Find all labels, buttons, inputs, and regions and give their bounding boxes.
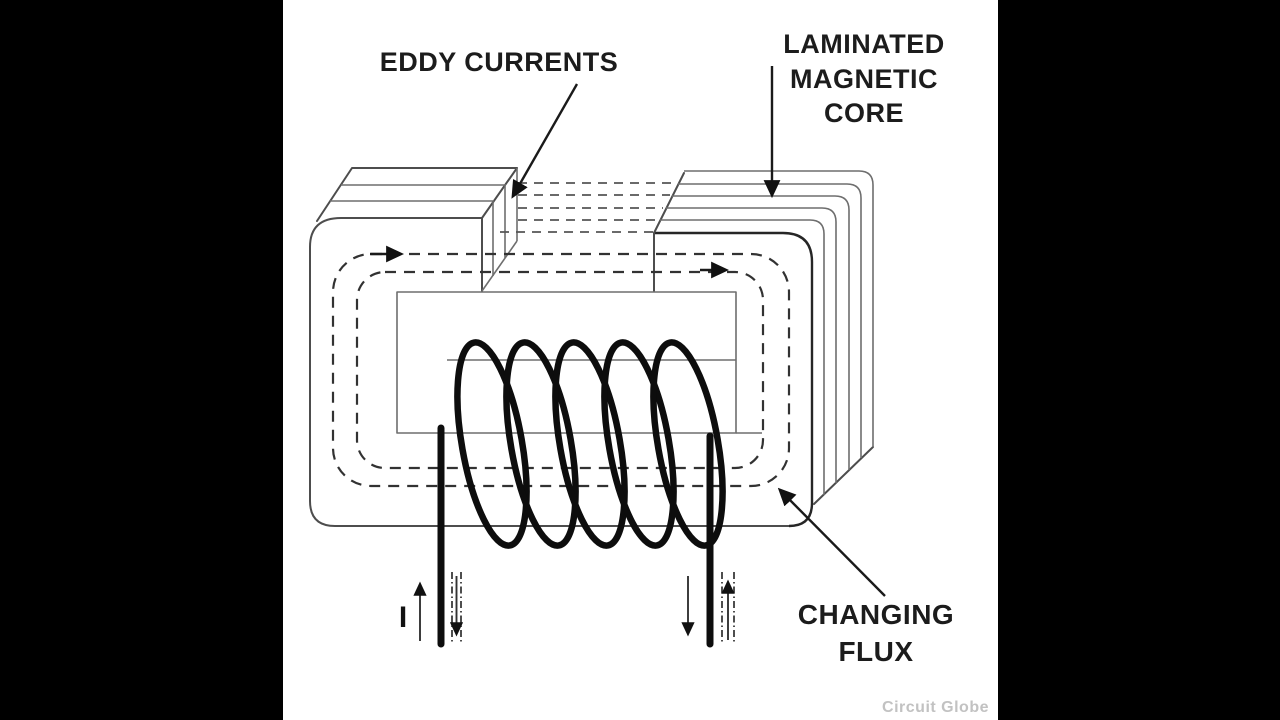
core-front-outline-right [654,231,814,528]
block-end-slant-bottom [481,240,518,292]
sheet-outline-3 [672,195,850,470]
changing-flux-arrow [777,487,886,597]
callouts: EDDY CURRENTS LAMINATED MAGNETIC CORE CH… [380,29,954,667]
eddy-currents-arrow [511,83,579,199]
excitation-coil [437,339,726,648]
letterbox-left [0,0,283,720]
coil-turn-2 [503,339,579,549]
current-symbol: I [399,601,407,634]
eddy-currents-label: EDDY CURRENTS [380,47,619,77]
coil-turn-1 [454,339,530,549]
sheet-outline-5 [684,170,874,446]
core-front-outline-left [309,217,790,527]
sheet-outline-1 [660,219,825,495]
block-top-face [316,167,518,222]
laminated-label-line2: MAGNETIC [790,64,938,94]
changing-flux-label-line1: CHANGING [798,599,954,630]
current-annotations: I [399,572,735,644]
coil-turn-4 [601,339,677,549]
watermark: Circuit Globe [882,699,989,716]
changing-flux-lines [331,182,791,488]
letterbox-right [998,0,1280,720]
core-cut-slant-top [653,172,685,234]
sheet-outline-2 [666,207,837,483]
laminated-label-line1: LAMINATED [783,29,944,59]
flux-loop-outer [331,252,791,488]
laminated-label-line3: CORE [824,98,904,128]
sheet-outline-4 [678,183,862,458]
lamination-block [316,167,518,292]
coil-turn-5 [650,339,726,549]
changing-flux-label-line2: FLUX [838,636,913,667]
laminated-core [309,167,874,528]
coil-turn-3 [552,339,628,549]
lamination-sheets [660,170,874,495]
flux-loop-inner [355,270,765,470]
